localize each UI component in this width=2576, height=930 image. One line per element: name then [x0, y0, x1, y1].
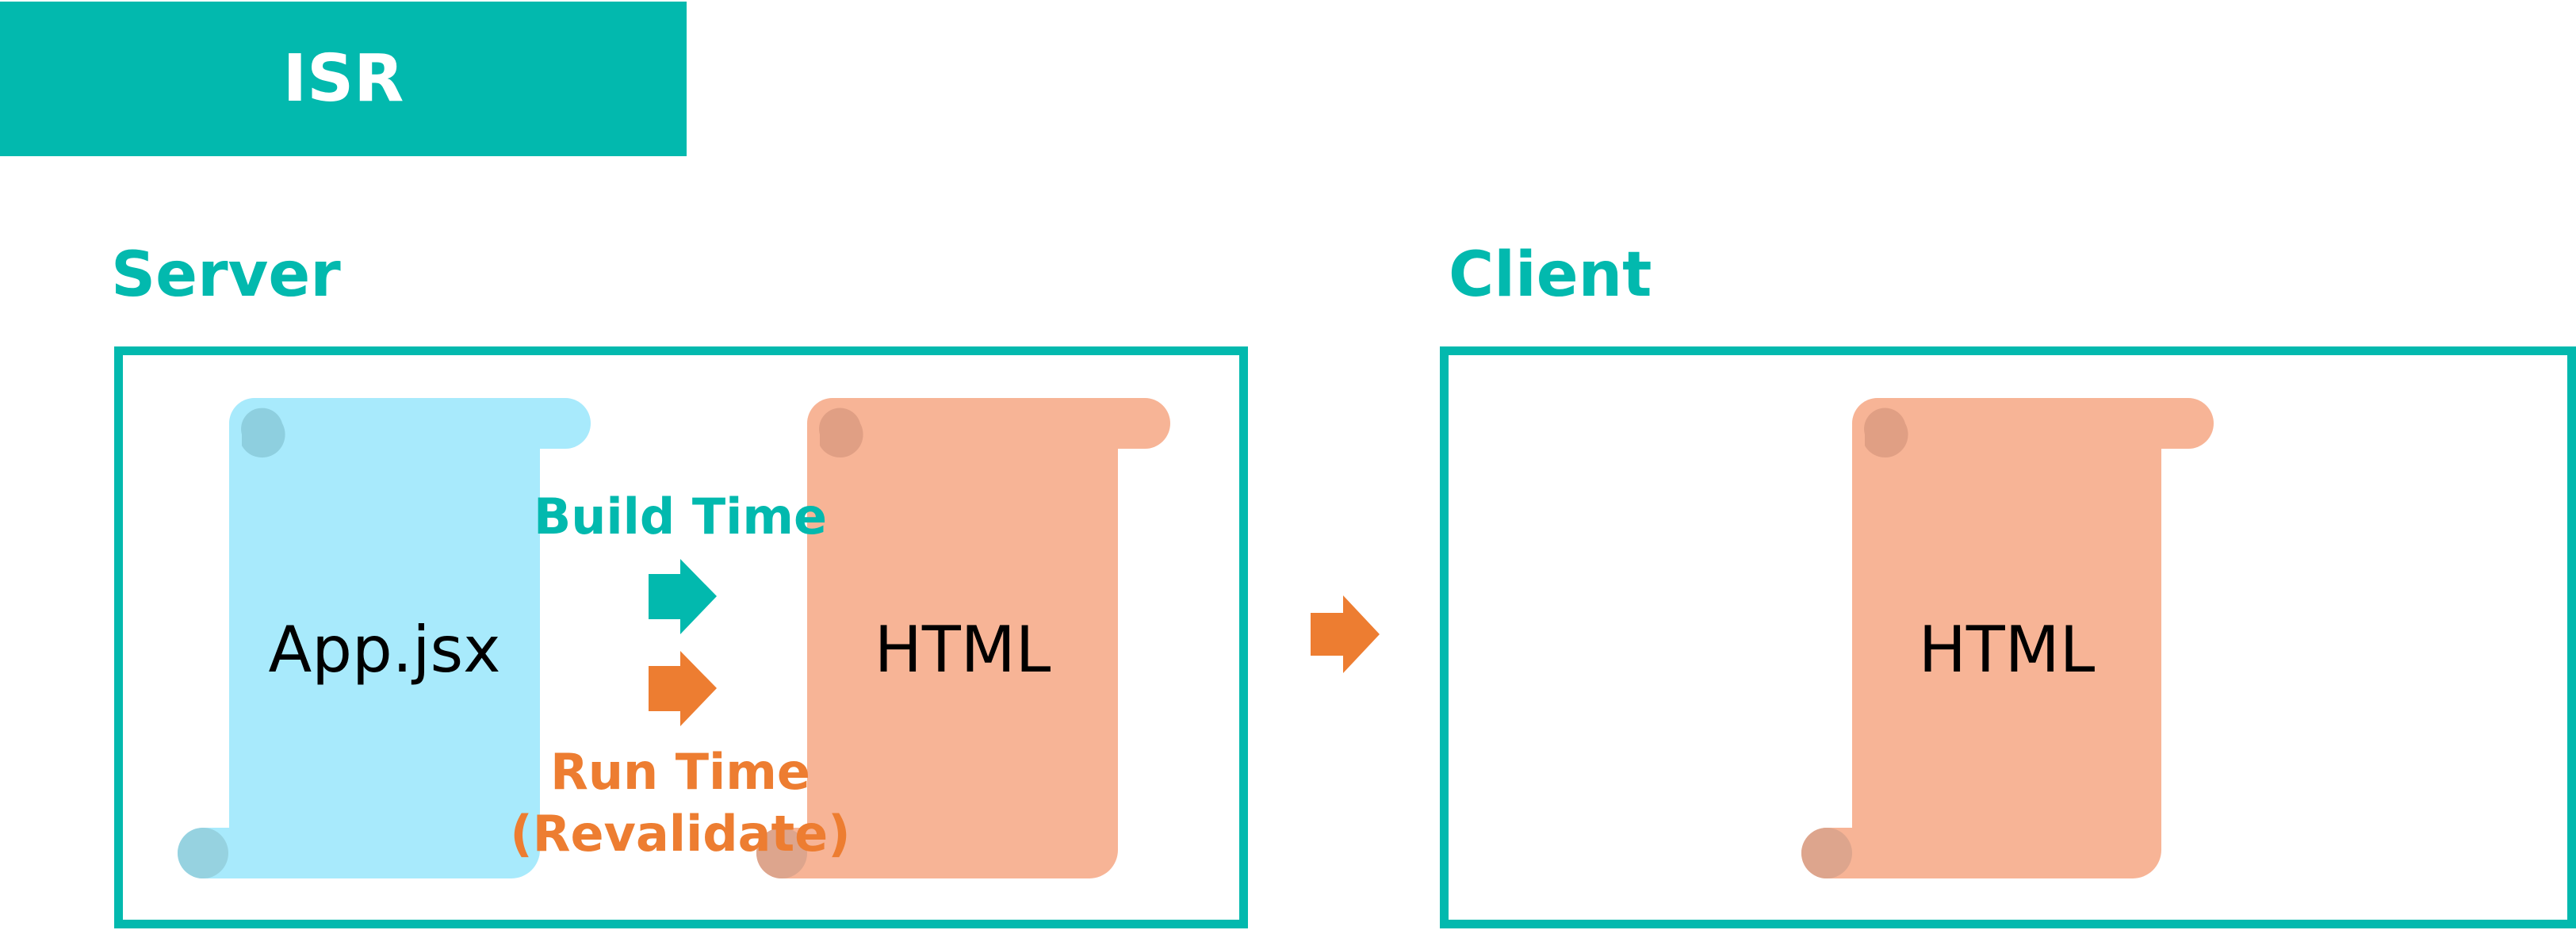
run-time-label-line1: Run Time — [550, 743, 810, 801]
app-jsx-label: App.jsx — [268, 613, 501, 687]
run-time-label: Run Time (Revalidate) — [510, 741, 851, 864]
build-time-label: Build Time — [533, 488, 828, 545]
server-html-document-icon — [756, 398, 1170, 878]
client-panel — [1440, 346, 2576, 928]
server-panel — [114, 346, 1248, 928]
run-time-label-line2: (Revalidate) — [510, 804, 851, 863]
server-heading: Server — [111, 239, 341, 311]
client-html-document-icon — [1801, 398, 2214, 878]
build-arrow-icon — [649, 559, 717, 634]
run-arrow-icon — [649, 651, 717, 726]
server-html-label: HTML — [874, 613, 1051, 687]
title: ISR — [282, 41, 404, 117]
server-to-client-arrow-icon — [1311, 595, 1380, 673]
title-banner: ISR — [0, 2, 687, 156]
client-heading: Client — [1449, 239, 1652, 311]
app-jsx-document-icon — [178, 398, 591, 878]
client-html-label: HTML — [1918, 613, 2096, 687]
